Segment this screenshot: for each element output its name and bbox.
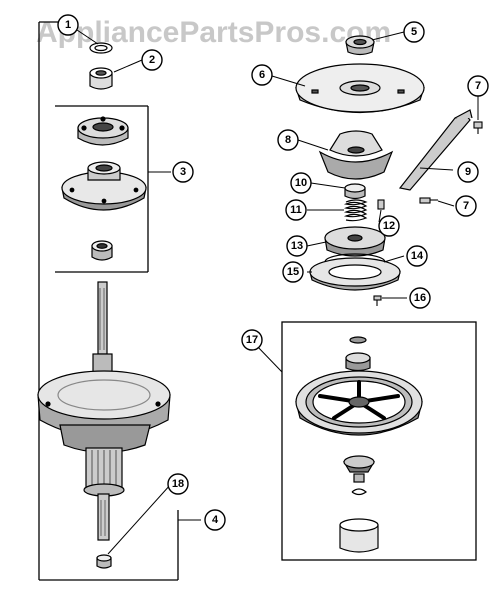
callout-13: 13 bbox=[286, 235, 308, 257]
callout-number: 15 bbox=[287, 266, 299, 278]
callout-17: 17 bbox=[241, 329, 263, 351]
callout-circle bbox=[141, 49, 163, 71]
callout-number: 16 bbox=[414, 292, 426, 304]
callout-number: 1 bbox=[65, 19, 71, 31]
callout-circle bbox=[406, 245, 428, 267]
washer-part-10 bbox=[344, 183, 366, 200]
callout-6: 6 bbox=[251, 64, 273, 86]
washer-part-1 bbox=[89, 42, 113, 54]
callout-circle bbox=[282, 261, 304, 283]
callout-circle bbox=[403, 21, 425, 43]
watermark-text: AppliancePartsPros.com bbox=[36, 16, 391, 49]
callout-circle bbox=[455, 195, 477, 217]
hub-part-13 bbox=[324, 226, 386, 257]
callout-circle bbox=[251, 64, 273, 86]
callout-circle bbox=[409, 287, 431, 309]
callout-10: 10 bbox=[290, 172, 312, 194]
callout-11: 11 bbox=[285, 199, 307, 221]
callout-circle bbox=[286, 235, 308, 257]
callout-number: 17 bbox=[246, 334, 258, 346]
callout-3: 3 bbox=[172, 161, 194, 183]
callout-number: 11 bbox=[290, 204, 302, 216]
screw-part-12 bbox=[377, 199, 385, 210]
callout-12: 12 bbox=[378, 215, 400, 237]
callout-number: 8 bbox=[285, 134, 291, 146]
callout-number: 7 bbox=[475, 80, 481, 92]
callout-8: 8 bbox=[277, 129, 299, 151]
bushing-part-18 bbox=[96, 554, 112, 569]
screw-part-16 bbox=[373, 295, 382, 306]
leader-lines bbox=[76, 29, 479, 555]
callout-circle bbox=[57, 14, 79, 36]
callout-number: 5 bbox=[411, 26, 417, 38]
plate-part-15 bbox=[309, 257, 401, 291]
callout-circle bbox=[277, 129, 299, 151]
callout-2: 2 bbox=[141, 49, 163, 71]
callout-7: 7 bbox=[455, 195, 477, 217]
callout-number: 10 bbox=[295, 177, 307, 189]
cap-part-5 bbox=[345, 35, 375, 56]
callout-1: 1 bbox=[57, 14, 79, 36]
callout-7: 7 bbox=[467, 75, 489, 97]
lever-part-9 bbox=[398, 109, 473, 191]
callout-circle bbox=[241, 329, 263, 351]
nut-part-2 bbox=[89, 67, 113, 90]
callout-number: 3 bbox=[180, 166, 186, 178]
brake-cone-part-8 bbox=[318, 130, 394, 180]
callout-number: 4 bbox=[212, 514, 219, 526]
callout-16: 16 bbox=[409, 287, 431, 309]
callout-number: 6 bbox=[259, 69, 265, 81]
callout-number: 2 bbox=[149, 54, 155, 66]
callout-number: 7 bbox=[463, 200, 469, 212]
callout-circle bbox=[290, 172, 312, 194]
callout-circle bbox=[167, 473, 189, 495]
callout-number: 18 bbox=[172, 478, 184, 490]
screw-part-7-lower bbox=[419, 197, 438, 204]
callout-9: 9 bbox=[457, 161, 479, 183]
shield-part-6 bbox=[295, 63, 425, 114]
transmission-part-4 bbox=[37, 281, 171, 541]
callout-number: 14 bbox=[411, 250, 424, 262]
bearing-assembly-part-3 bbox=[61, 116, 147, 261]
spring-part-11 bbox=[343, 199, 368, 222]
bracket-lines-left bbox=[38, 21, 179, 581]
callout-circle bbox=[378, 215, 400, 237]
callout-circle bbox=[467, 75, 489, 97]
callout-number: 12 bbox=[383, 220, 395, 232]
bracket-lines-17 bbox=[281, 321, 477, 561]
callout-15: 15 bbox=[282, 261, 304, 283]
callout-number: 9 bbox=[465, 166, 471, 178]
callout-4: 4 bbox=[204, 509, 226, 531]
callout-circle bbox=[172, 161, 194, 183]
screw-part-7-upper bbox=[473, 121, 483, 134]
callout-circle bbox=[457, 161, 479, 183]
callout-5: 5 bbox=[403, 21, 425, 43]
callout-circle bbox=[285, 199, 307, 221]
pulley-assembly-part-17 bbox=[295, 336, 423, 553]
callout-18: 18 bbox=[167, 473, 189, 495]
callout-circle bbox=[204, 509, 226, 531]
callout-14: 14 bbox=[406, 245, 428, 267]
callout-number: 13 bbox=[291, 240, 303, 252]
